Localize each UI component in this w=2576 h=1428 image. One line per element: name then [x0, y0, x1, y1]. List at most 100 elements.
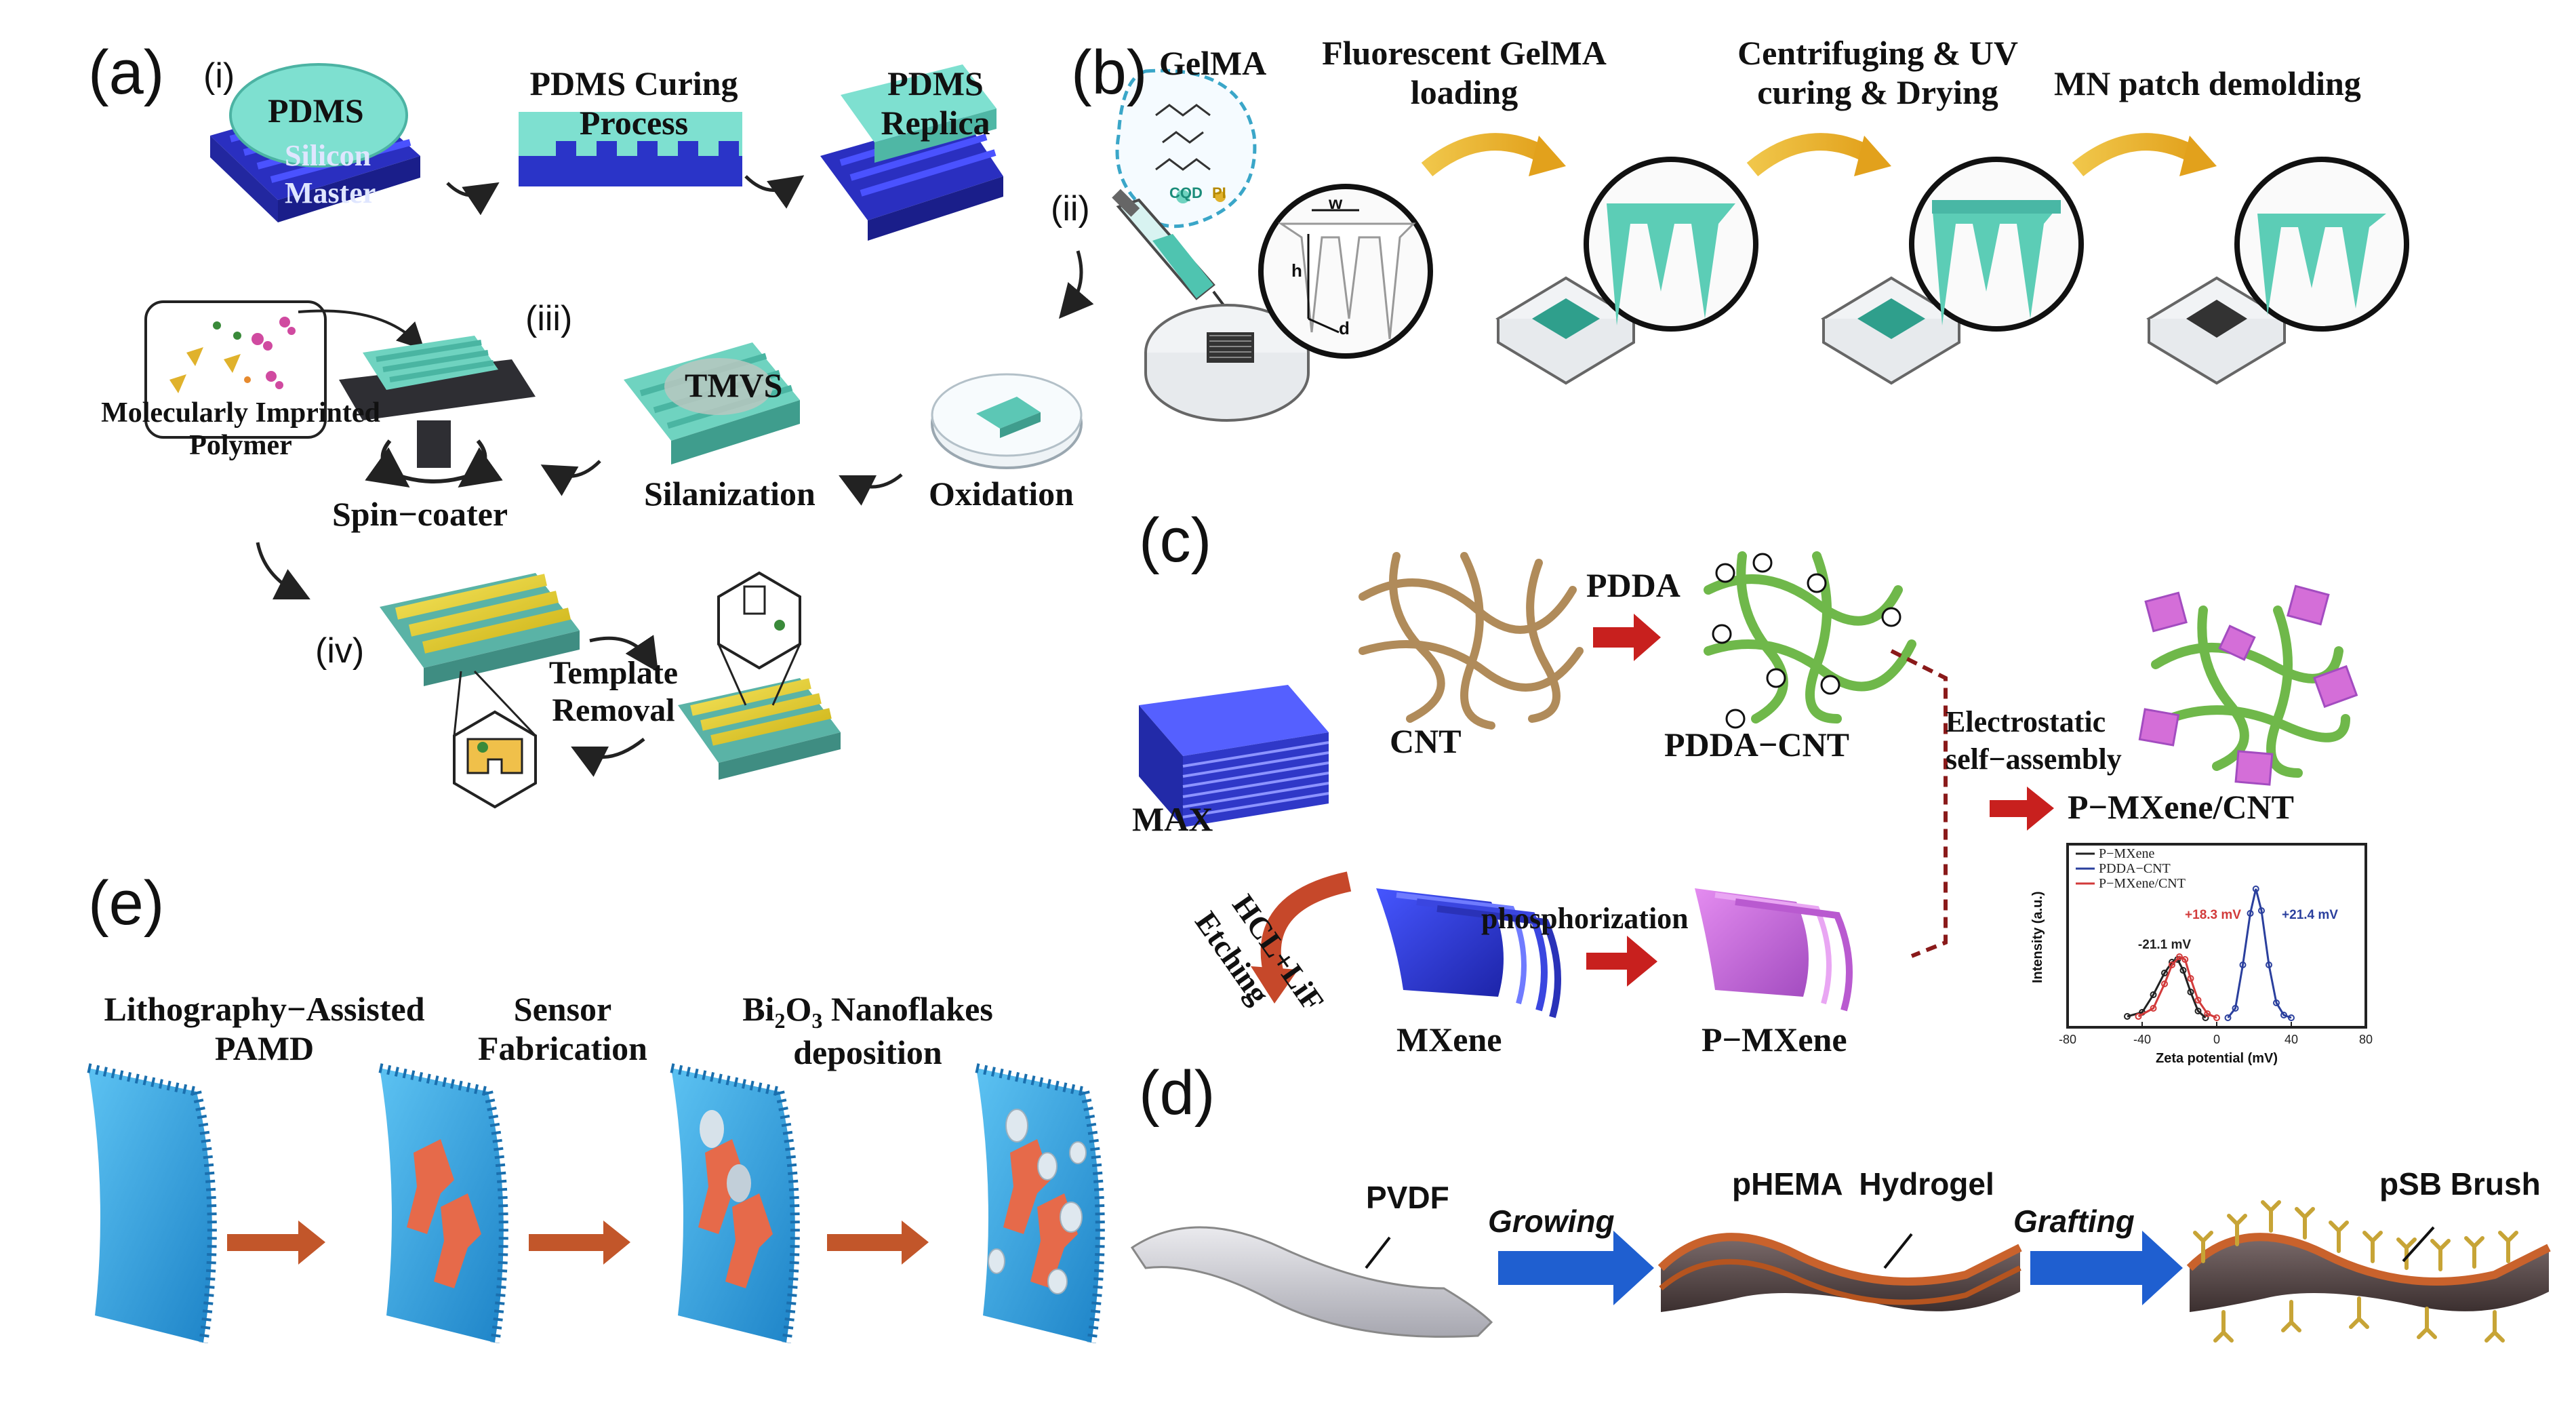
mip-label: Molecularly Imprinted Polymer	[88, 397, 393, 462]
step-b3-label: MN patch demolding	[2054, 64, 2361, 102]
red-arrow-product	[1990, 787, 2054, 831]
pdms-replica-block	[820, 64, 1003, 241]
electrostatic-line2: self−assembly	[1946, 742, 2122, 776]
oxidation-label: Oxidation	[929, 475, 1074, 513]
bi2o3-sub2: 3	[811, 1008, 823, 1033]
dim-h-label: h	[1291, 260, 1302, 281]
panel-label-d: (d)	[1139, 1058, 1215, 1128]
panel-label-e: (e)	[88, 869, 165, 938]
series-point-2-8	[2204, 1010, 2211, 1017]
max-label: MAX	[1132, 800, 1213, 838]
mn-array-3	[670, 1063, 800, 1344]
pdms-curing-block	[519, 112, 742, 186]
orange-arrow-3	[827, 1221, 929, 1265]
dim-d-label: d	[1339, 318, 1350, 338]
template-removal-label: Template Removal	[536, 654, 691, 729]
chart-xlabel: Zeta potential (mV)	[2156, 1051, 2278, 1066]
p-mxene-sheets	[1695, 888, 1853, 1012]
yellow-arrow-1	[1421, 133, 1550, 177]
pdda-label: PDDA	[1586, 566, 1681, 604]
etching-arrow	[1260, 871, 1352, 979]
step-label-iv: (iv)	[315, 631, 365, 671]
x-tick-label-4: 80	[2359, 1033, 2373, 1046]
sensor-line1: Sensor	[513, 990, 612, 1028]
pvdf-label: PVDF	[1366, 1180, 1449, 1215]
p-mxene-label: P−MXene	[1702, 1020, 1847, 1058]
spin-coater-label: Spin−coater	[332, 495, 508, 533]
silicon-label: Silicon	[285, 139, 371, 172]
product-label: P−MXene/CNT	[2068, 788, 2294, 826]
panel-label-a: (a)	[88, 38, 165, 107]
bi2o3-line2: deposition	[793, 1033, 942, 1071]
sensor-label: Sensor Fabrication	[468, 990, 658, 1068]
mn-array-4	[975, 1063, 1105, 1344]
master-label: Master	[285, 176, 376, 210]
pdms-disk	[229, 63, 408, 167]
series-point-2-7	[2194, 997, 2202, 1004]
silanization-label: Silanization	[644, 475, 816, 513]
panel-label-b: (b)	[1071, 38, 1148, 107]
series-point-0-3	[2161, 970, 2168, 976]
series-point-1-2	[2239, 961, 2247, 968]
litho-label: Lithography−Assisted PAMD	[81, 990, 447, 1068]
step-b1-line1: Fluorescent GelMA	[1322, 34, 1607, 72]
series-point-2-4	[2176, 953, 2183, 960]
bi2o3-label: Bi2O3 Nanoflakes deposition	[705, 990, 1030, 1072]
pi-label: PI	[1212, 184, 1226, 201]
yellow-arrow-2	[1746, 133, 1876, 177]
arrow-a-4	[540, 460, 601, 496]
step-label-iii: (iii)	[525, 299, 573, 338]
arrow-a-1	[446, 182, 500, 216]
bi2o3-o: O	[785, 990, 812, 1028]
mold-1	[1144, 184, 1433, 422]
orange-arrow-2	[529, 1221, 630, 1265]
hexagon-inset-2	[717, 571, 801, 706]
annotation-0: -21.1 mV	[2138, 938, 2191, 952]
x-tick-label-1: -40	[2133, 1033, 2151, 1046]
annotation-1: +18.3 mV	[2185, 908, 2241, 922]
series-point-1-9	[2288, 1014, 2295, 1021]
bi2o3-bi: Bi	[742, 990, 775, 1028]
panel-d-graphics	[1130, 1200, 2551, 1343]
series-point-1-0	[2224, 1014, 2232, 1021]
template-line2: Removal	[552, 692, 675, 729]
chart-frame	[2066, 843, 2367, 1029]
series-point-0-6	[2179, 967, 2187, 974]
pdms-replica-line2: Replica	[881, 103, 990, 142]
series-point-2-5	[2181, 956, 2189, 963]
litho-line1: Lithography−Assisted	[104, 990, 425, 1028]
psb-brush-film	[2186, 1200, 2551, 1343]
electrostatic-line1: Electrostatic	[1946, 705, 2106, 738]
psb-label: pSB Brush	[2379, 1166, 2541, 1202]
pdda-cnt-label: PDDA−CNT	[1664, 726, 1849, 763]
x-tick-label-0: -80	[2059, 1033, 2076, 1046]
panel-e-graphics	[87, 1063, 1105, 1344]
orange-arrow-1	[227, 1221, 325, 1265]
legend-label-2: P−MXene/CNT	[2099, 876, 2186, 891]
oxidation-petri-dish	[931, 373, 1083, 469]
gelma-label: GelMA	[1159, 44, 1267, 82]
arrow-a-3	[839, 473, 903, 506]
legend-label-1: PDDA−CNT	[2099, 861, 2171, 876]
step-b2-label: Centrifuging & UV curing & Drying	[1715, 34, 2040, 112]
mxene-label: MXene	[1396, 1020, 1502, 1058]
hexagon-inset-1	[453, 670, 537, 809]
pdms-curing-line1: PDMS Curing	[529, 64, 738, 102]
litho-line2: PAMD	[214, 1029, 315, 1067]
dashed-connector	[1890, 649, 1948, 958]
mn-array-1	[87, 1063, 217, 1344]
series-point-1-6	[2266, 961, 2272, 968]
grafting-label: Grafting	[2013, 1204, 2135, 1239]
sensor-line2: Fabrication	[478, 1029, 647, 1067]
pdms-curing-label: PDMS Curing Process	[522, 64, 746, 142]
series-point-2-0	[2135, 1013, 2142, 1020]
panel-label-c: (c)	[1139, 506, 1212, 575]
chart-ylabel: Intensity (a.u.)	[2030, 891, 2045, 983]
arrow-a-5	[256, 542, 310, 599]
legend-label-0: P−MXene	[2099, 846, 2155, 861]
mold-3	[1821, 157, 2084, 385]
phema-hydrogel-film	[1657, 1233, 2022, 1312]
pdda-cnt-mesh	[1704, 551, 1916, 729]
